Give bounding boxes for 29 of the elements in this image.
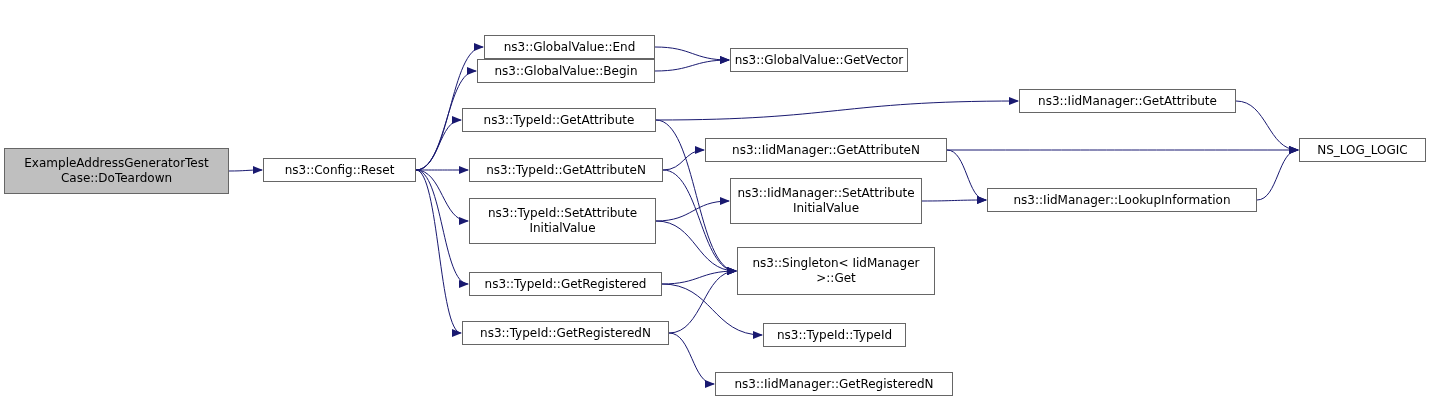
arrow xyxy=(655,97,1019,121)
function-box: ns3::IidManager::LookupInformation xyxy=(987,188,1257,212)
function-box: ns3::Singleton< IidManager >::Get xyxy=(737,247,935,295)
function-box: NS_LOG_LOGIC xyxy=(1299,138,1426,162)
arrow xyxy=(921,196,987,204)
arrow xyxy=(655,197,730,222)
arrow xyxy=(668,268,737,334)
function-box: ns3::Config::Reset xyxy=(263,158,416,182)
function-box: ns3::TypeId::GetAttributeN xyxy=(469,158,663,182)
function-box: ExampleAddressGeneratorTest Case::DoTeardown xyxy=(4,148,229,194)
function-box: ns3::IidManager::GetRegisteredN xyxy=(715,372,953,396)
function-box: ns3::TypeId::GetRegisteredN xyxy=(462,321,669,345)
function-box: ns3::TypeId::TypeId xyxy=(763,323,906,347)
function-box: ns3::IidManager::GetAttribute xyxy=(1019,89,1236,113)
arrow xyxy=(662,146,705,171)
arrow xyxy=(661,283,763,339)
arrow xyxy=(668,332,715,387)
arrow xyxy=(1256,147,1299,201)
function-box: ns3::TypeId::SetAttribute InitialValue xyxy=(469,198,656,244)
function-box: ns3::GlobalValue::End xyxy=(484,35,655,59)
arrow xyxy=(415,169,462,334)
arrow xyxy=(654,56,730,72)
function-box: ns3::GlobalValue::Begin xyxy=(477,59,655,83)
function-box: ns3::IidManager::GetAttributeN xyxy=(705,138,947,162)
function-box: ns3::IidManager::SetAttribute InitialValue xyxy=(730,178,922,224)
function-box: ns3::GlobalValue::GetVector xyxy=(730,48,908,72)
function-box: ns3::TypeId::GetAttribute xyxy=(462,108,656,132)
arrow xyxy=(228,166,263,175)
function-box: ns3::TypeId::GetRegistered xyxy=(469,272,662,296)
